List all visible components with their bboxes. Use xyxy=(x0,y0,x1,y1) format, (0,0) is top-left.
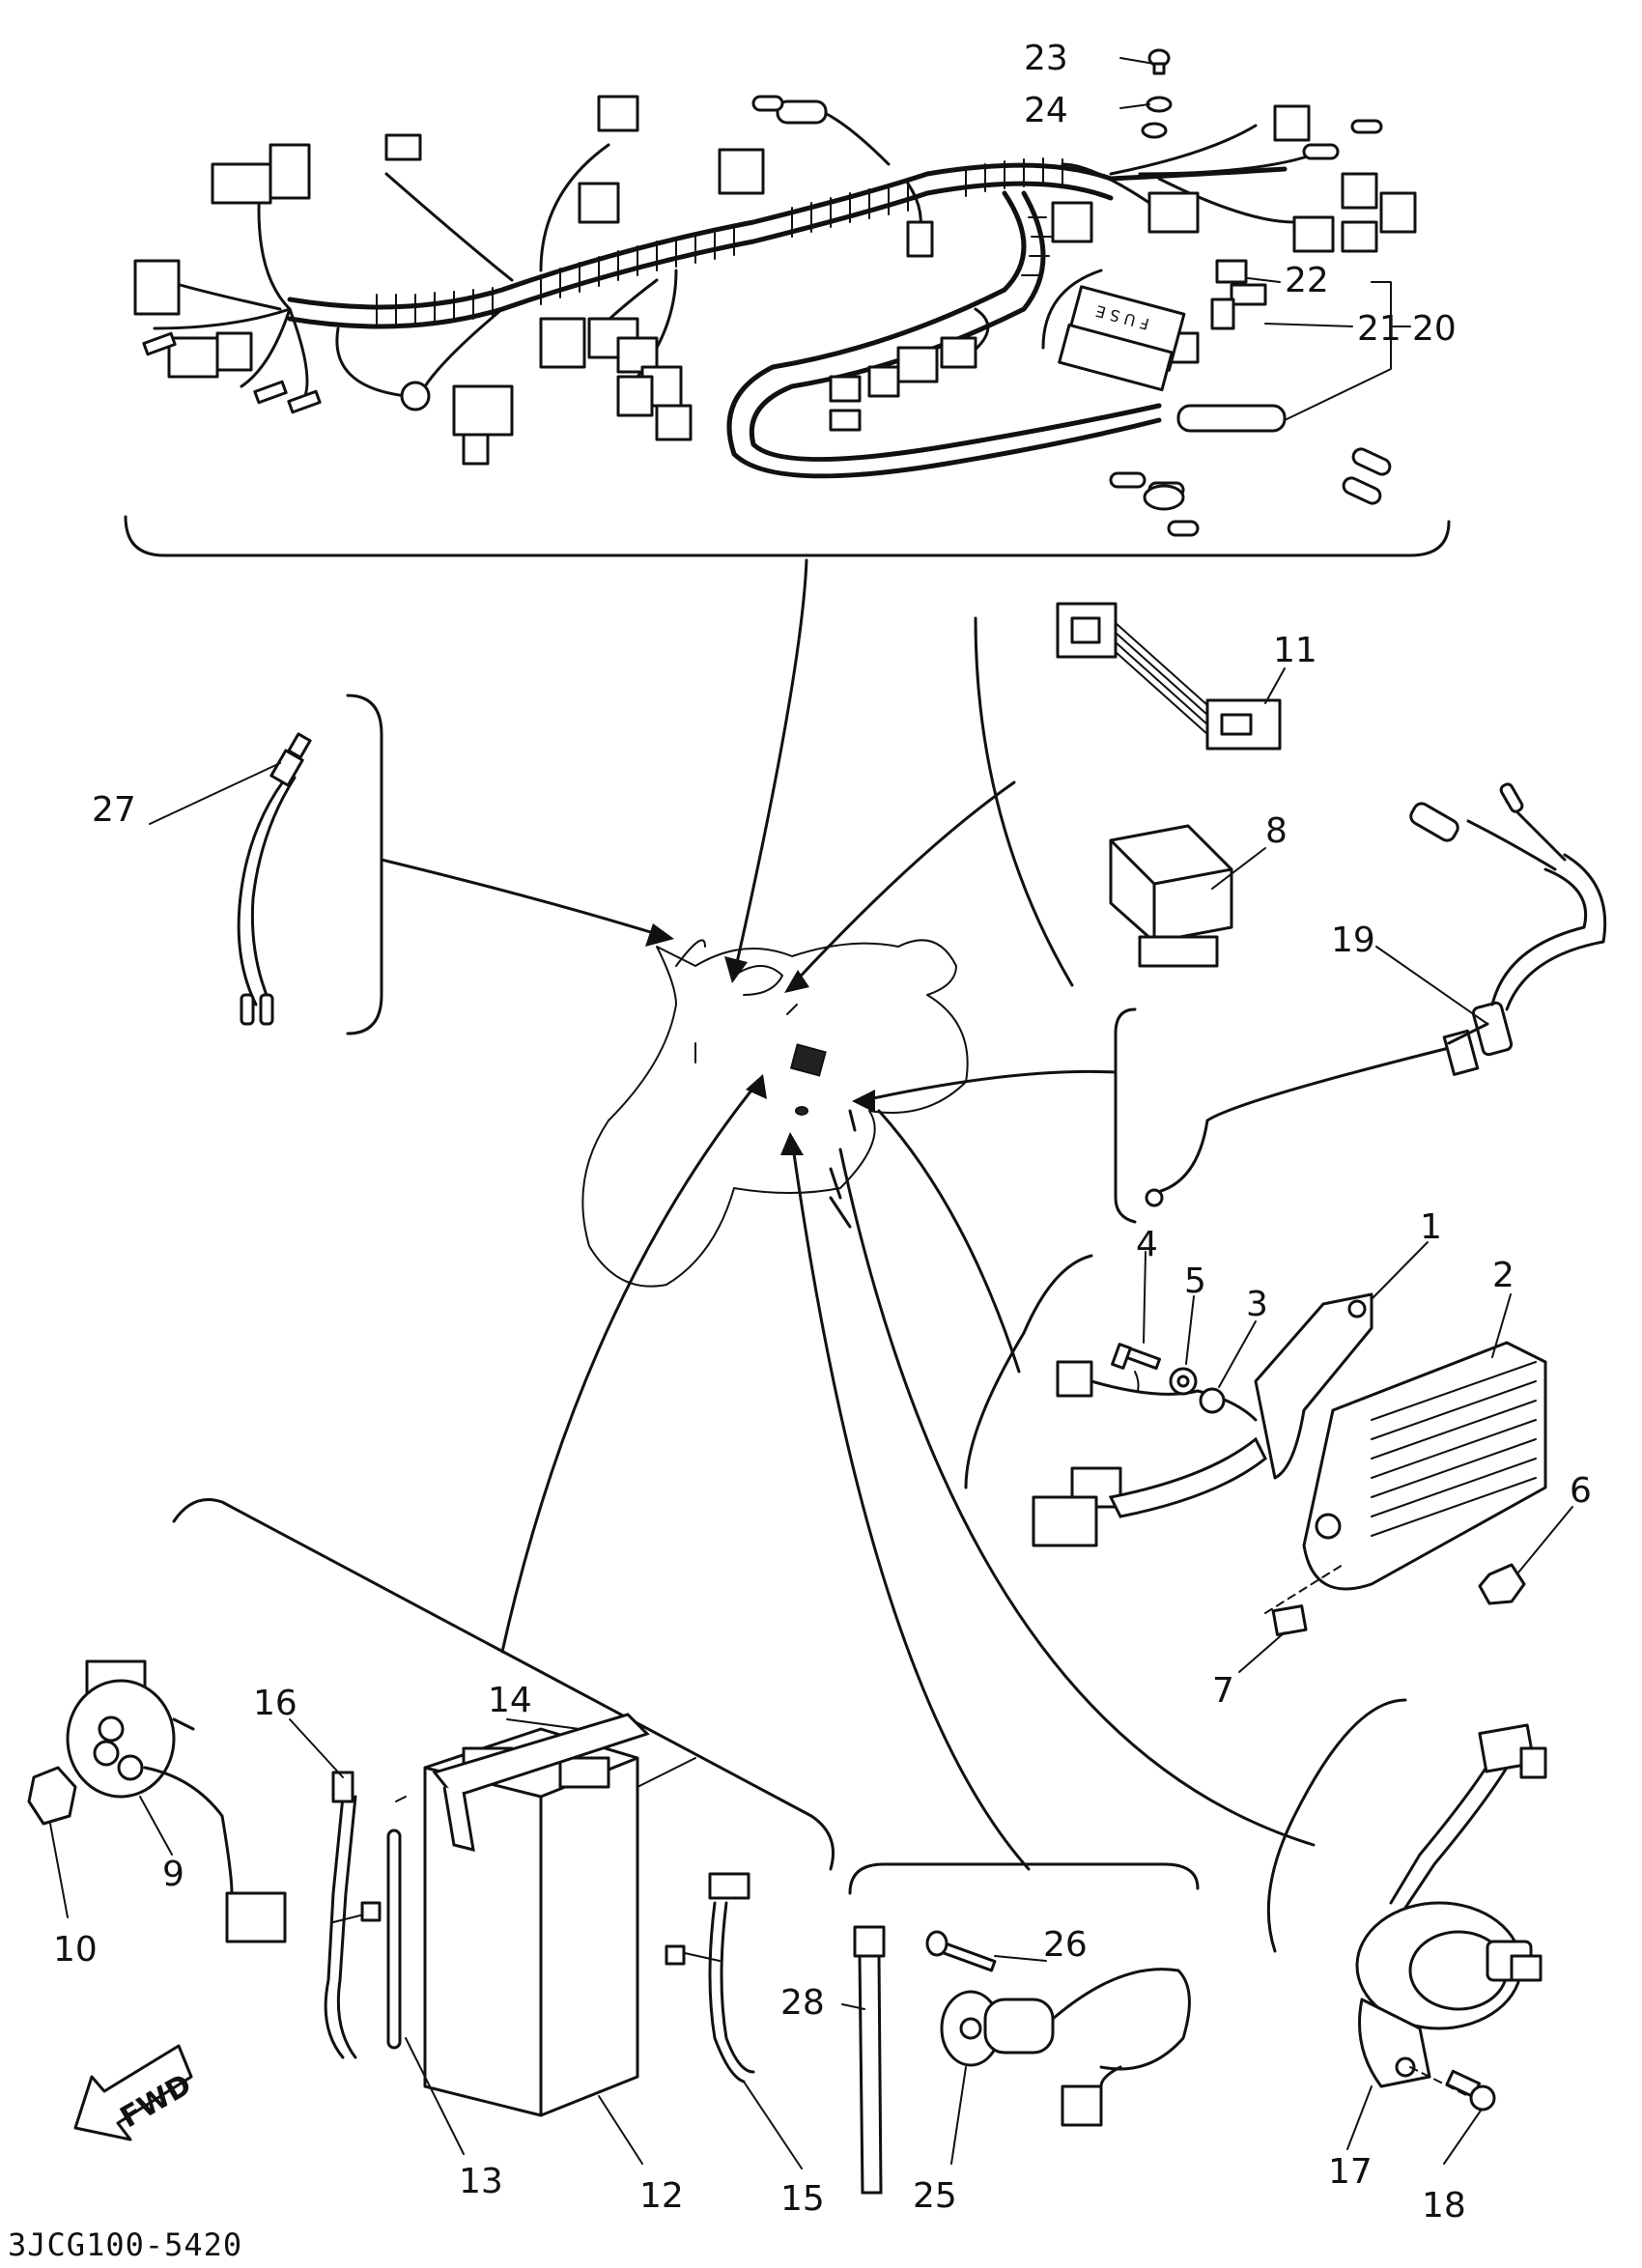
relay-location-marker xyxy=(789,1043,827,1077)
callout-12: 12 xyxy=(639,2176,684,2216)
callout-5: 5 xyxy=(1184,1262,1206,1301)
callout-7: 7 xyxy=(1212,1671,1234,1711)
callout-10: 10 xyxy=(53,1930,98,1970)
wire-harness-group: F U S E xyxy=(124,48,1451,557)
rectifier-group xyxy=(964,1254,1547,1636)
ignition-group xyxy=(1266,1698,1547,2112)
bolt-part-7 xyxy=(1271,1604,1308,1636)
callout-9: 9 xyxy=(162,1855,184,1894)
battery-lead-15 xyxy=(708,1901,746,2084)
neutral-switch-group xyxy=(848,1862,1200,2127)
rectifier-bracket-1 xyxy=(1254,1292,1373,1480)
harness-connector xyxy=(211,162,272,205)
ignition-switch-17 xyxy=(1355,1901,1543,2088)
callout-27: 27 xyxy=(92,790,136,830)
cap-part-10 xyxy=(27,1766,77,1826)
switch-part-25 xyxy=(940,1968,1191,2127)
battery-lead-16 xyxy=(324,1795,345,2059)
cable-tie-28 xyxy=(853,1925,886,2195)
relay-part-8 xyxy=(1109,824,1233,968)
callout-17: 17 xyxy=(1328,2152,1373,2192)
callout-2: 2 xyxy=(1492,1256,1515,1295)
harness-lower-loop xyxy=(726,190,1162,479)
callout-15: 15 xyxy=(780,2179,825,2219)
callout-14: 14 xyxy=(488,1681,532,1720)
fuse-part-22 xyxy=(1215,259,1248,284)
drawing-code: 3JCG100-5420 xyxy=(8,2226,242,2263)
collar-part-3 xyxy=(1199,1387,1226,1414)
callout-11: 11 xyxy=(1273,631,1317,670)
motorcycle-outline xyxy=(581,939,969,1288)
callout-13: 13 xyxy=(459,2162,503,2201)
callout-18: 18 xyxy=(1422,2186,1466,2225)
starter-relay-9 xyxy=(66,1659,287,1943)
battery-group xyxy=(27,1498,835,2117)
washer-part-24 xyxy=(1146,96,1173,113)
callout-1: 1 xyxy=(1420,1207,1442,1247)
sensor-27-group xyxy=(237,694,383,1035)
bolt-part-18 xyxy=(1445,2069,1496,2112)
callout-6: 6 xyxy=(1570,1471,1592,1511)
harness-main-loom xyxy=(287,162,1288,310)
callout-28: 28 xyxy=(780,1983,825,2023)
callout-20: 20 xyxy=(1412,309,1457,349)
location-leader-lines xyxy=(380,558,1316,1871)
callout-leaders xyxy=(49,57,1573,2169)
relay-group xyxy=(974,602,1282,987)
callout-4: 4 xyxy=(1136,1225,1158,1264)
callout-numbers: 1 2 3 4 5 6 7 8 9 10 11 12 13 14 15 16 1… xyxy=(53,39,1592,2225)
nut-part-6 xyxy=(1478,1563,1526,1605)
callout-16: 16 xyxy=(253,1684,297,1723)
callout-24: 24 xyxy=(1024,91,1068,130)
callout-22: 22 xyxy=(1285,261,1329,300)
callout-3: 3 xyxy=(1246,1285,1268,1324)
callout-8: 8 xyxy=(1265,811,1288,851)
callout-23: 23 xyxy=(1024,39,1068,78)
callout-19: 19 xyxy=(1331,921,1375,960)
fuse-box: F U S E xyxy=(1058,285,1186,392)
callout-25: 25 xyxy=(913,2176,957,2216)
harness-bracket xyxy=(124,515,1451,557)
callout-21: 21 xyxy=(1357,309,1401,349)
callout-26: 26 xyxy=(1043,1925,1088,1965)
switch-19-group xyxy=(1114,782,1607,1224)
breather-pipe-13 xyxy=(386,1829,402,2050)
rectifier-regulator-2 xyxy=(1302,1341,1547,1591)
forward-direction-arrow: FWD xyxy=(73,2044,197,2141)
fuse-part-21 xyxy=(1230,283,1267,306)
